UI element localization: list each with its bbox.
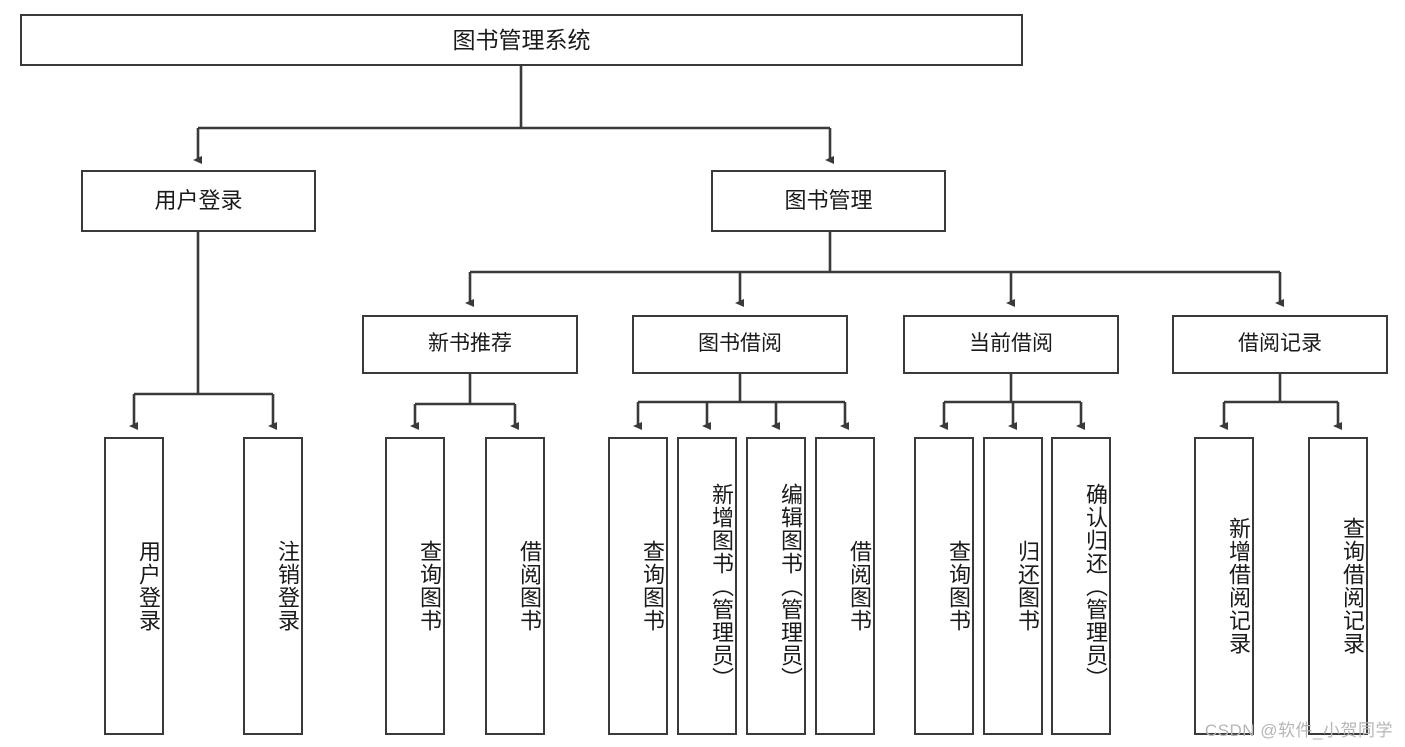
- node-book-management[interactable]: 图书管理: [711, 170, 946, 232]
- node-label: 查询借阅记录: [1340, 517, 1365, 655]
- node-label: 归还图书: [1015, 540, 1040, 632]
- node-label: 新书推荐: [428, 332, 512, 356]
- leaf-borrow-edit-book[interactable]: 编辑图书（管理员）: [746, 437, 806, 735]
- leaf-borrow-query-book[interactable]: 查询图书: [608, 437, 668, 735]
- node-label: 图书借阅: [698, 332, 782, 356]
- node-label: 当前借阅: [969, 332, 1053, 356]
- leaf-borrow-add-book[interactable]: 新增图书（管理员）: [677, 437, 737, 735]
- node-label: 编辑图书（管理员）: [778, 482, 803, 690]
- node-label: 借阅图书: [517, 540, 542, 632]
- leaf-recommend-borrow-book[interactable]: 借阅图书: [485, 437, 545, 735]
- node-label: 新增借阅记录: [1226, 517, 1251, 655]
- node-label: 用户登录: [154, 188, 243, 214]
- node-user-login[interactable]: 用户登录: [81, 170, 316, 232]
- node-borrow-record[interactable]: 借阅记录: [1172, 315, 1388, 374]
- node-label: 查询图书: [946, 540, 971, 632]
- node-root-system[interactable]: 图书管理系统: [20, 14, 1023, 66]
- leaf-current-query-book[interactable]: 查询图书: [914, 437, 974, 735]
- leaf-record-query-record[interactable]: 查询借阅记录: [1308, 437, 1368, 735]
- leaf-recommend-query-book[interactable]: 查询图书: [385, 437, 445, 735]
- leaf-current-confirm-return[interactable]: 确认归还（管理员）: [1051, 437, 1111, 735]
- node-label: 注销登录: [275, 540, 300, 632]
- leaf-borrow-borrow-book[interactable]: 借阅图书: [815, 437, 875, 735]
- node-label: 图书管理系统: [452, 26, 591, 53]
- node-label: 新增图书（管理员）: [709, 482, 734, 690]
- node-label: 用户登录: [136, 540, 161, 632]
- node-book-borrow[interactable]: 图书借阅: [632, 315, 848, 374]
- watermark: CSDN @软件_小贺同学: [1204, 721, 1393, 740]
- node-current-borrow[interactable]: 当前借阅: [903, 315, 1119, 374]
- node-label: 查询图书: [640, 540, 665, 632]
- leaf-current-return-book[interactable]: 归还图书: [983, 437, 1043, 735]
- node-label: 确认归还（管理员）: [1083, 482, 1108, 690]
- node-label: 借阅记录: [1238, 332, 1322, 356]
- node-label: 图书管理: [784, 188, 873, 214]
- node-new-book-recommend[interactable]: 新书推荐: [362, 315, 578, 374]
- leaf-user-login-signout[interactable]: 注销登录: [243, 437, 303, 735]
- leaf-user-login-signin[interactable]: 用户登录: [104, 437, 164, 735]
- leaf-record-add-record[interactable]: 新增借阅记录: [1194, 437, 1254, 735]
- node-label: 查询图书: [417, 540, 442, 632]
- node-label: 借阅图书: [847, 540, 872, 632]
